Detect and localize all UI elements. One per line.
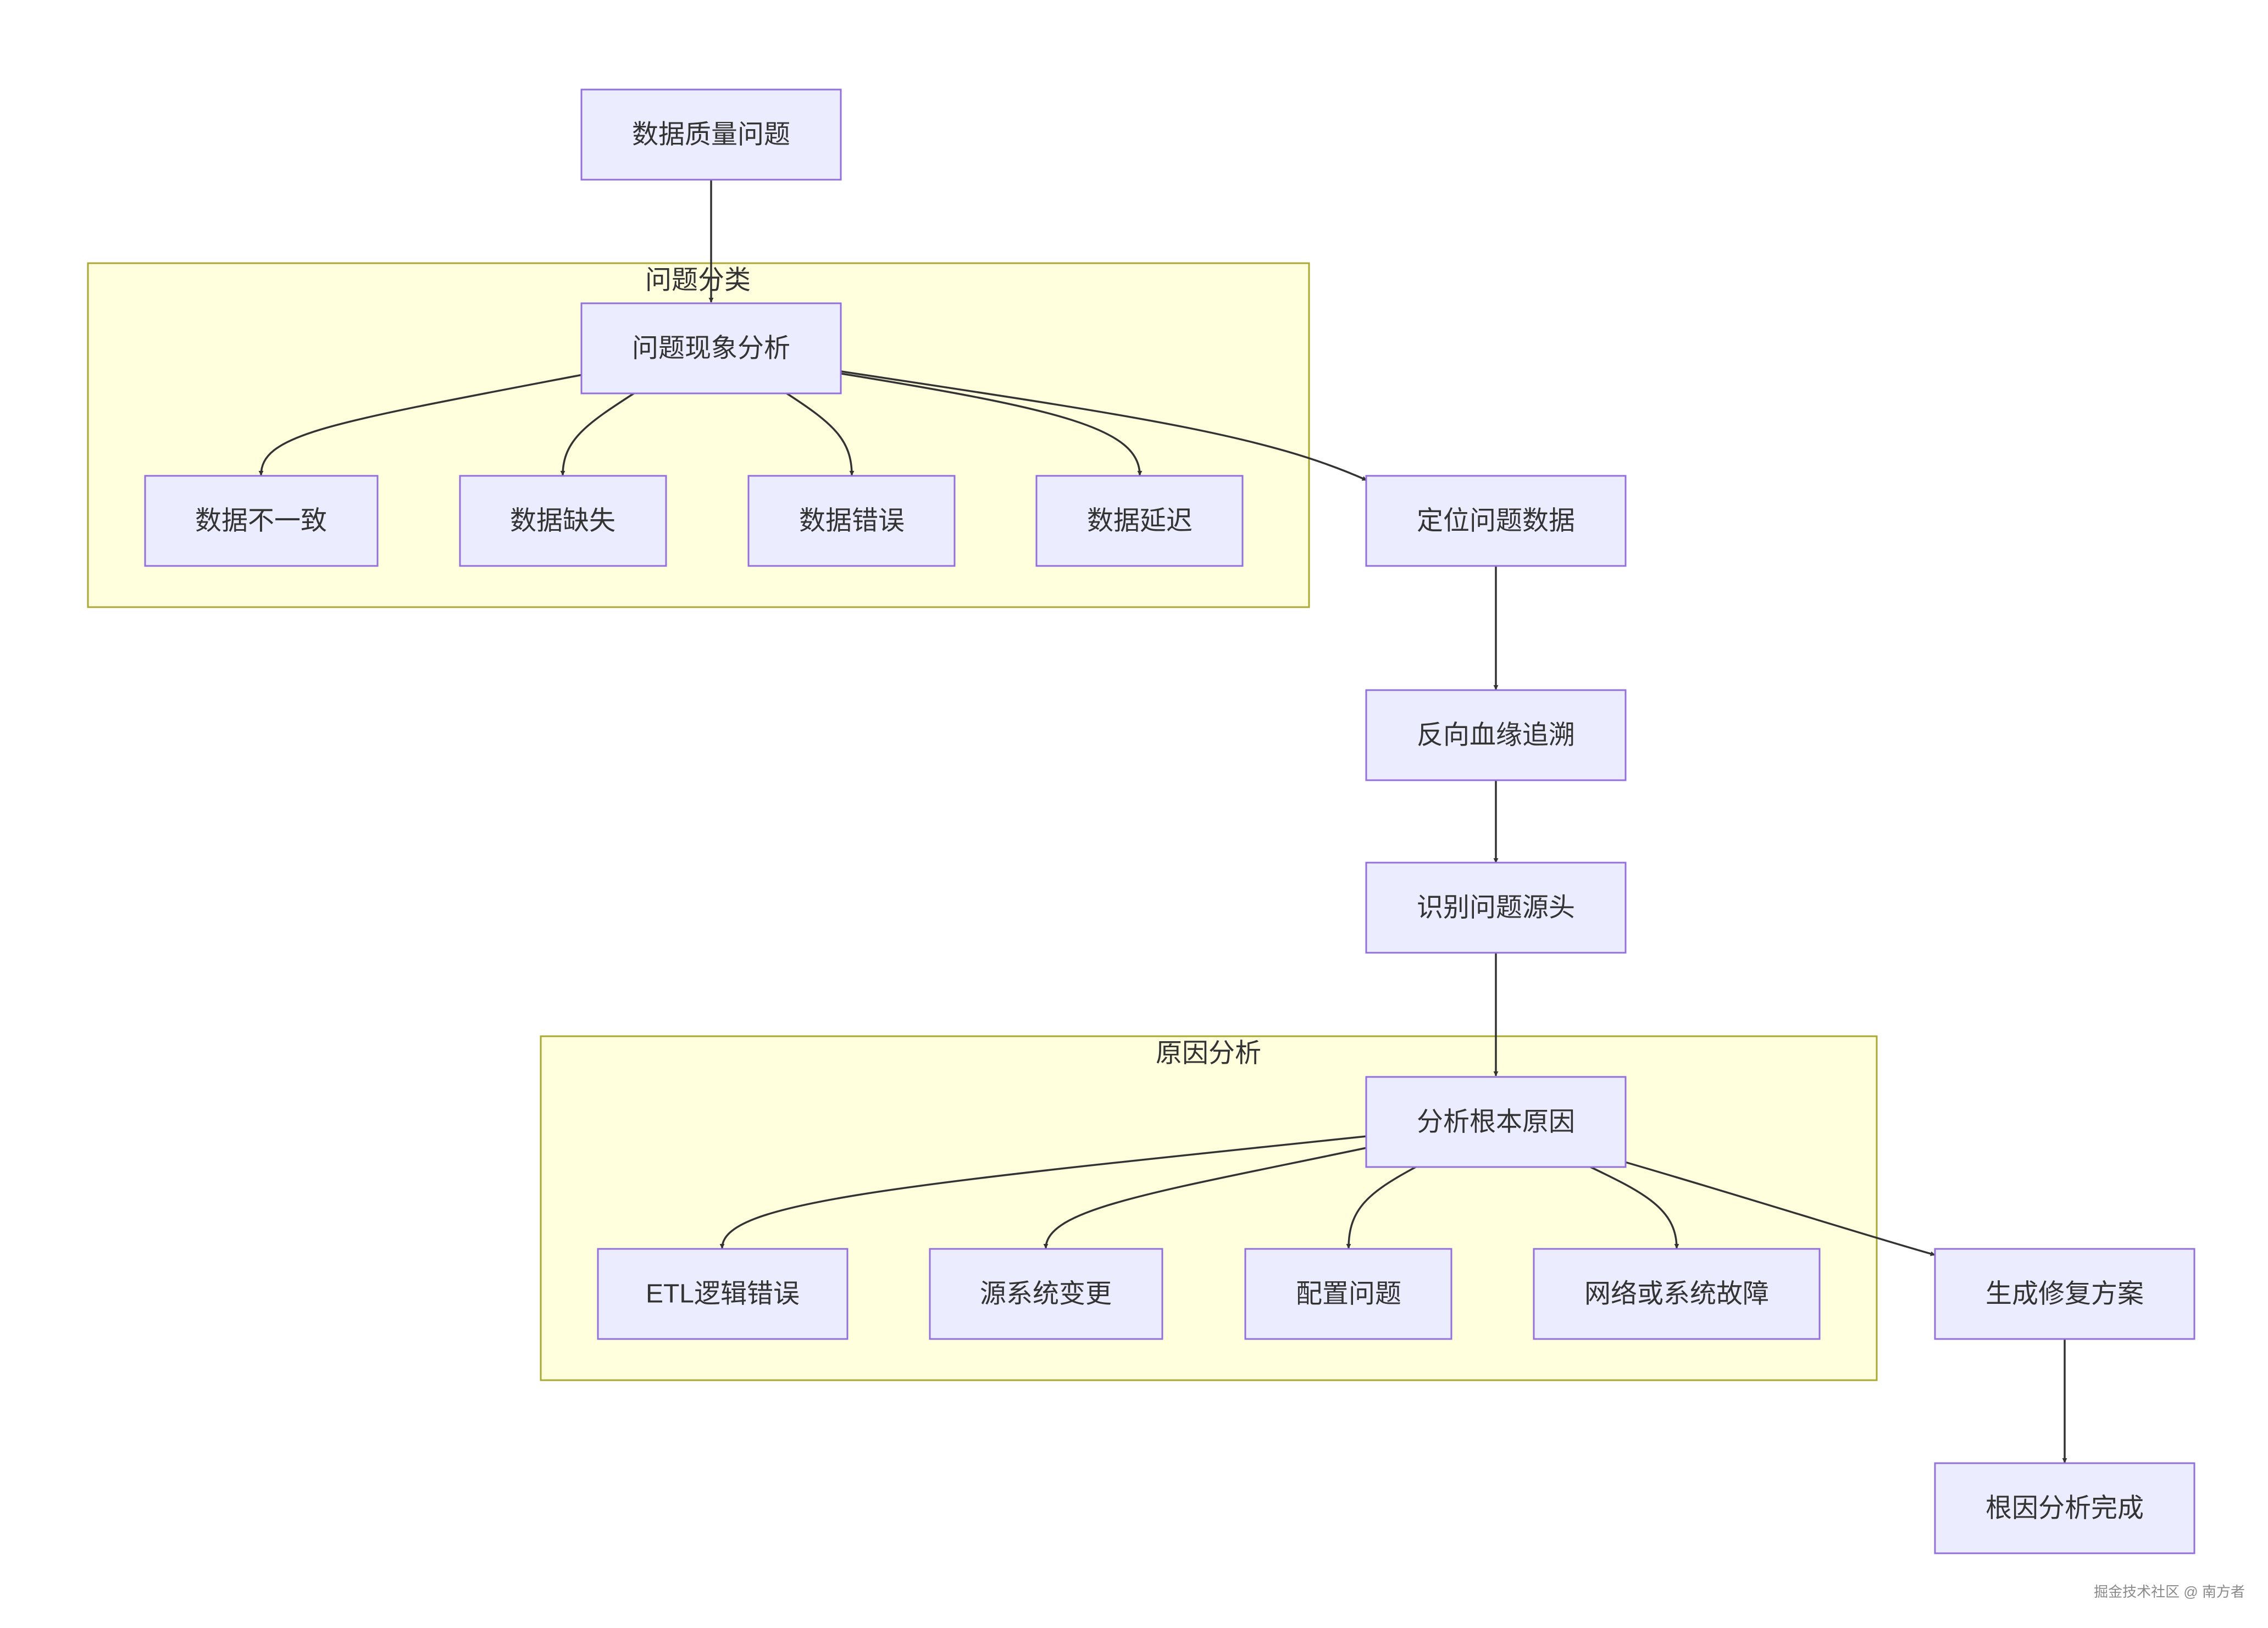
node-locate-data[interactable]: 定位问题数据: [1365, 475, 1627, 567]
node-network-failure[interactable]: 网络或系统故障: [1533, 1248, 1821, 1340]
node-label: 数据延迟: [1087, 507, 1193, 536]
node-label: 根因分析完成: [1986, 1494, 2144, 1523]
node-data-missing[interactable]: 数据缺失: [459, 475, 667, 567]
edge-root-cause-to-etl: [719, 1135, 1367, 1249]
edge-layer: [258, 180, 2067, 1463]
edge-phenomenon-to-missing: [560, 392, 635, 476]
node-label: 数据缺失: [510, 507, 615, 536]
node-label: 源系统变更: [980, 1280, 1112, 1309]
node-data-delay[interactable]: 数据延迟: [1035, 475, 1244, 567]
node-label: 问题现象分析: [632, 334, 790, 363]
edge-phenomenon-to-inconsistent: [258, 374, 583, 476]
node-etl-logic-error[interactable]: ETL逻辑错误: [597, 1248, 849, 1340]
node-root-cause[interactable]: 分析根本原因: [1365, 1076, 1627, 1168]
node-data-error[interactable]: 数据错误: [747, 475, 956, 567]
node-label: 分析根本原因: [1417, 1108, 1575, 1137]
edge-root-cause-to-config: [1346, 1165, 1418, 1249]
node-label: 生成修复方案: [1986, 1280, 2144, 1309]
edge-root-cause-to-fix-plan: [1624, 1161, 1936, 1257]
edge-phenomenon-to-locate-data: [841, 370, 1367, 481]
node-data-quality-issue[interactable]: 数据质量问题: [580, 88, 842, 181]
edge-phenomenon-to-error: [785, 392, 855, 476]
watermark-text: 掘金技术社区 @ 南方者: [2094, 1583, 2245, 1600]
node-identify-source[interactable]: 识别问题源头: [1365, 862, 1627, 954]
node-phenomenon-analysis[interactable]: 问题现象分析: [580, 302, 842, 395]
node-label: 数据不一致: [195, 507, 327, 536]
node-label: 定位问题数据: [1417, 507, 1575, 536]
cluster-label: 原因分析: [1156, 1039, 1261, 1068]
node-label: 数据质量问题: [632, 120, 790, 149]
node-label: 配置问题: [1296, 1280, 1401, 1309]
edge-root-cause-to-source-change: [1043, 1147, 1367, 1249]
node-config-issue[interactable]: 配置问题: [1244, 1248, 1452, 1340]
node-source-system-change[interactable]: 源系统变更: [929, 1248, 1163, 1340]
node-analysis-complete[interactable]: 根因分析完成: [1934, 1462, 2195, 1554]
edge-root-cause-to-network: [1588, 1165, 1679, 1249]
node-reverse-lineage[interactable]: 反向血缘追溯: [1365, 689, 1627, 781]
cluster-label: 问题分类: [645, 266, 751, 295]
node-label: 数据错误: [799, 507, 905, 536]
node-fix-plan[interactable]: 生成修复方案: [1934, 1248, 2195, 1340]
node-label: ETL逻辑错误: [646, 1280, 800, 1309]
node-data-inconsistent[interactable]: 数据不一致: [144, 475, 379, 567]
edge-phenomenon-to-delay: [841, 373, 1143, 476]
node-label: 反向血缘追溯: [1417, 721, 1575, 750]
node-label: 识别问题源头: [1417, 893, 1575, 923]
node-label: 网络或系统故障: [1584, 1280, 1769, 1309]
